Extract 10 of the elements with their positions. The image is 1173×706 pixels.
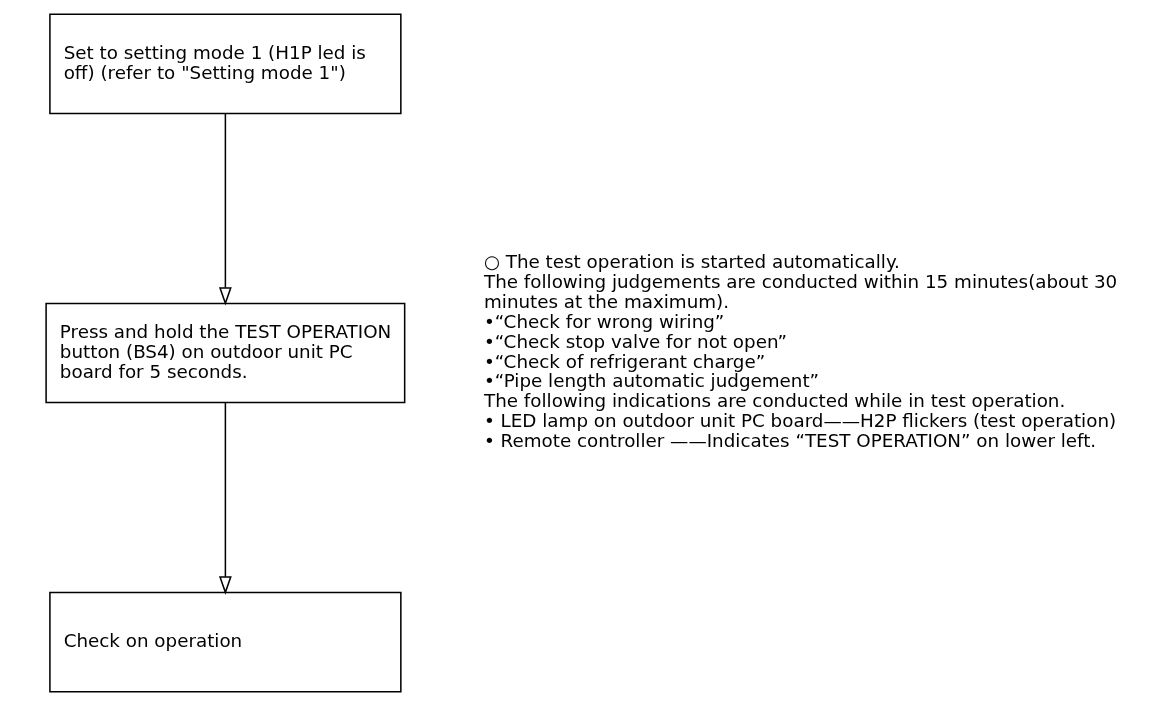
node-label: The following indications are conducted while in test operation. [483, 390, 1065, 412]
node-box: Check on operation [48, 591, 402, 693]
node-label: • LED lamp on outdoor unit PC board——H2P flickers (test operation) [483, 410, 1116, 432]
node-box: Set to setting mode 1 (H1P led is off) (refer to "Setting mode 1") [48, 13, 402, 115]
node-label: ○ The test operation is started automatically. [483, 251, 900, 273]
node-label: The following judgements are conducted within 15 minutes(about 30 minutes at the maximum). [483, 271, 1117, 313]
node-label: •“Check for wrong wiring” [483, 310, 724, 332]
node-box: Press and hold the TEST OPERATION button (BS4) on outdoor unit PC board for 5 seconds. [44, 302, 405, 404]
arrow [218, 113, 232, 306]
arrow [218, 402, 232, 595]
